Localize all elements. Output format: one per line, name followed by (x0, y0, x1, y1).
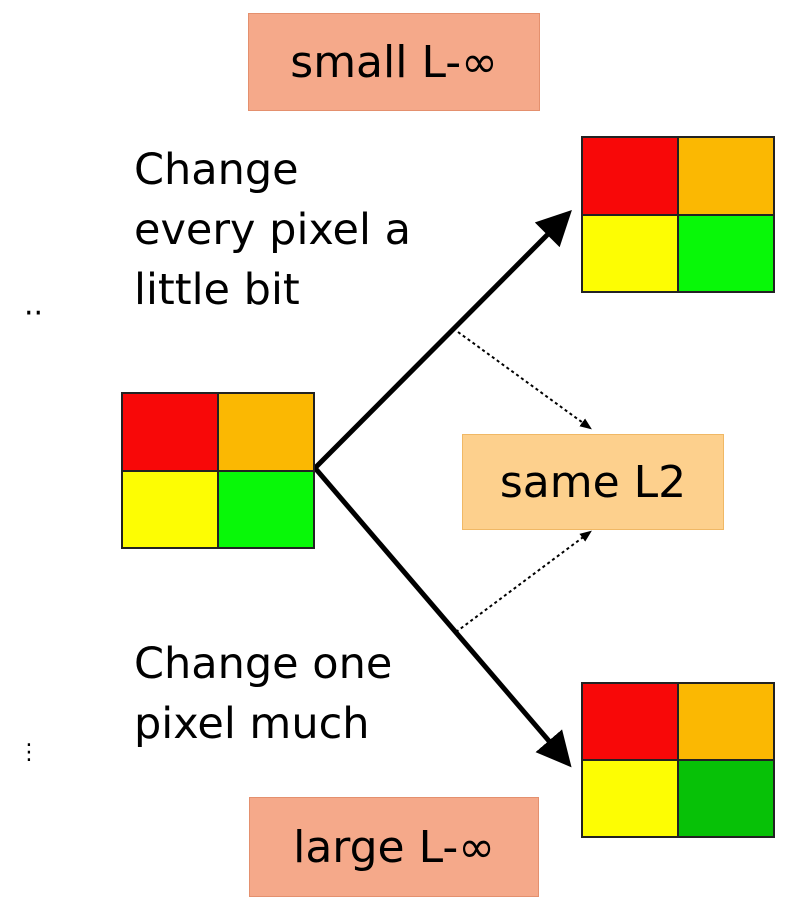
grid-cell (123, 471, 217, 547)
one-pixel-change-image-grid (581, 682, 775, 838)
original-image-grid (121, 392, 315, 549)
grid-cell (219, 394, 313, 470)
same-l2-text: same L2 (499, 456, 687, 508)
small-linf-text: small L-∞ (290, 36, 498, 88)
large-linf-box: large L-∞ (249, 797, 539, 897)
grid-cell (583, 215, 677, 291)
grid-cell (219, 471, 313, 547)
grid-cell (679, 215, 773, 291)
small-change-image-grid (581, 136, 775, 293)
grid-cell (583, 761, 677, 836)
grid-cell (679, 761, 773, 836)
stray-dots: ·· (24, 296, 44, 331)
small-linf-box: small L-∞ (248, 13, 540, 111)
dotted-arrow-upper (457, 331, 592, 430)
grid-cell (583, 138, 677, 214)
grid-cell (123, 394, 217, 470)
dotted-arrow-lower (455, 530, 592, 633)
grid-cell (583, 684, 677, 759)
arrow-to-bottom-grid (313, 466, 572, 768)
stray-mark: ⋮ (18, 740, 40, 765)
grid-cell (679, 138, 773, 214)
change-every-pixel-label: Change every pixel a little bit (134, 145, 411, 315)
arrow-to-top-grid (313, 210, 572, 470)
change-one-pixel-label: Change one pixel much (134, 639, 393, 749)
large-linf-text: large L-∞ (293, 821, 495, 873)
grid-cell (679, 684, 773, 759)
same-l2-box: same L2 (462, 434, 724, 530)
